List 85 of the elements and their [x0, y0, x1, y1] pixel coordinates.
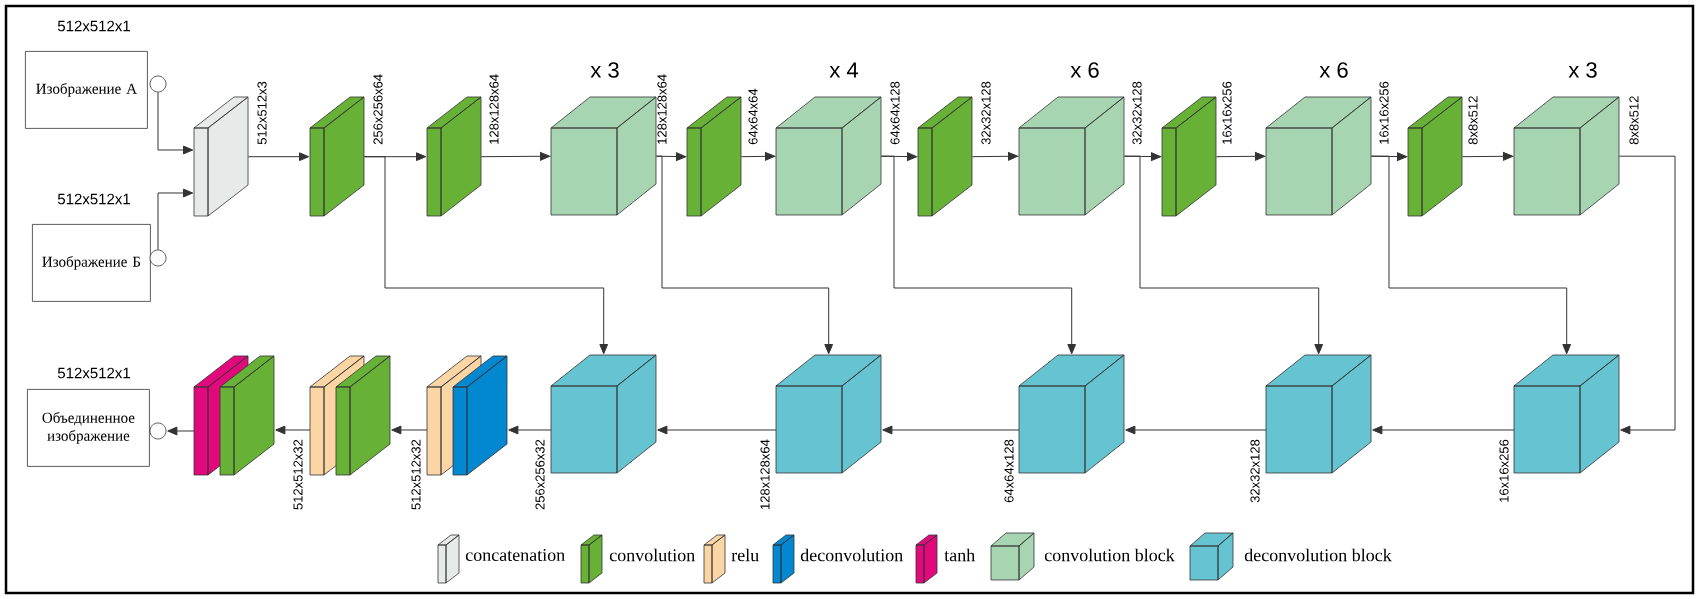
block-cube [1265, 354, 1372, 474]
layer-slab [1161, 96, 1217, 217]
arrow [1618, 155, 1676, 435]
dimension-label: 16x16x256 [1222, 81, 1232, 144]
legend-label: relu [731, 548, 759, 562]
layer-slab [309, 355, 365, 476]
size-label: 512x512x1 [57, 20, 130, 32]
arrow [363, 156, 609, 355]
dimension-label: 64x64x64 [748, 88, 758, 145]
arrow [1125, 425, 1267, 435]
dimension-label: 8x8x512 [1629, 96, 1639, 145]
layer-slab [193, 355, 249, 476]
block-cube [550, 354, 657, 474]
arrow [247, 152, 310, 162]
dimension-label: 256x256x32 [535, 439, 545, 510]
layer-slab [219, 355, 275, 476]
dimension-label: 32x32x128 [1250, 439, 1260, 503]
layer-slab [452, 355, 508, 476]
repeat-label: x 4 [829, 62, 858, 78]
arrow [971, 151, 1019, 161]
layer-slab [309, 96, 365, 217]
arrow [275, 425, 311, 435]
arrow [157, 188, 194, 251]
text-box: Изображение Б [32, 224, 151, 302]
dimension-label: 512x512x3 [257, 81, 267, 145]
arrow [391, 425, 428, 435]
legend-label: concatenation [465, 548, 565, 562]
legend-label: convolution [609, 548, 695, 562]
layer-slab [917, 96, 973, 217]
repeat-label: x 6 [1319, 62, 1348, 78]
block-cube [1265, 96, 1372, 216]
port-circle [149, 75, 167, 93]
arrow [740, 151, 776, 161]
legend-label: deconvolution block [1244, 548, 1392, 562]
block-cube [1513, 354, 1620, 474]
block-cube [775, 354, 882, 474]
arrow [480, 151, 551, 161]
text-box: Изображение А [25, 51, 148, 129]
arrow [1372, 425, 1515, 435]
arrow [508, 425, 552, 435]
arrow [657, 425, 777, 435]
dimension-label: 32x32x128 [981, 81, 991, 145]
dimension-label: 64x64x128 [1004, 439, 1014, 503]
layer-slab [1407, 96, 1463, 217]
arrow [882, 425, 1020, 435]
dimension-label: 128x128x64 [489, 74, 499, 144]
size-label: 512x512x1 [57, 367, 130, 379]
arrow [167, 426, 195, 436]
legend-label: convolution block [1044, 548, 1175, 562]
dimension-label: 512x512x32 [411, 439, 421, 510]
arrow [880, 155, 1077, 355]
block-cube [1018, 96, 1125, 216]
layer-slab [426, 96, 482, 217]
size-label: 512x512x1 [57, 193, 130, 205]
block-cube [550, 96, 657, 216]
repeat-label: x 6 [1070, 62, 1099, 78]
text-box: Объединенное изображение [27, 389, 150, 467]
layer-slab [193, 96, 249, 217]
block-cube [1018, 354, 1125, 474]
dimension-label: 64x64x128 [890, 81, 900, 145]
dimension-label: 16x16x256 [1379, 81, 1389, 144]
dimension-label: 16x16x256 [1499, 439, 1509, 502]
arrow [655, 155, 834, 355]
block-cube [1513, 96, 1620, 216]
dimension-label: 512x512x32 [293, 439, 303, 510]
port-circle [149, 422, 167, 440]
arrow [1123, 155, 1324, 355]
repeat-label: x 3 [590, 62, 619, 78]
arrow [1215, 151, 1266, 161]
layer-slab [686, 96, 742, 217]
arrow [1461, 151, 1514, 161]
legend-label: tanh [944, 548, 975, 562]
dimension-label: 128x128x64 [657, 74, 667, 144]
arrow [1370, 155, 1572, 355]
block-cube [775, 96, 882, 216]
repeat-label: x 3 [1568, 62, 1597, 78]
arrow [157, 91, 194, 155]
layer-slab [426, 355, 482, 476]
legend-label: deconvolution [800, 548, 903, 562]
layer-slab [335, 355, 391, 476]
port-circle [149, 249, 167, 267]
dimension-label: 32x32x128 [1132, 81, 1142, 145]
dimension-label: 8x8x512 [1468, 96, 1478, 145]
dimension-label: 256x256x64 [373, 74, 383, 145]
dimension-label: 128x128x64 [760, 439, 770, 510]
